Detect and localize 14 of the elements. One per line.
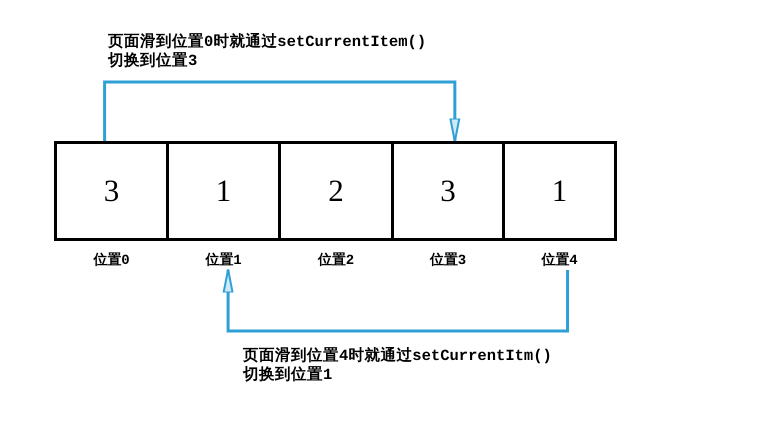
position-label: 位置3 — [430, 252, 466, 270]
arrow — [222, 268, 570, 332]
position-label: 位置1 — [205, 252, 242, 270]
edge-label: 页面滑到位置4时就通过setCurrentItm() 切换到位置1 — [243, 347, 552, 385]
arrow — [103, 80, 460, 142]
edge-label: 页面滑到位置0时就通过setCurrentItem() 切换到位置3 — [108, 33, 426, 71]
position-label: 位置2 — [318, 252, 354, 270]
array-cell: 1 — [166, 141, 281, 241]
array-cell: 3 — [54, 141, 169, 241]
array-cell: 2 — [278, 141, 394, 241]
position-label: 位置4 — [541, 252, 578, 270]
position-label: 位置0 — [93, 252, 130, 270]
array-cell: 3 — [391, 141, 505, 241]
array-cell: 1 — [502, 141, 617, 241]
